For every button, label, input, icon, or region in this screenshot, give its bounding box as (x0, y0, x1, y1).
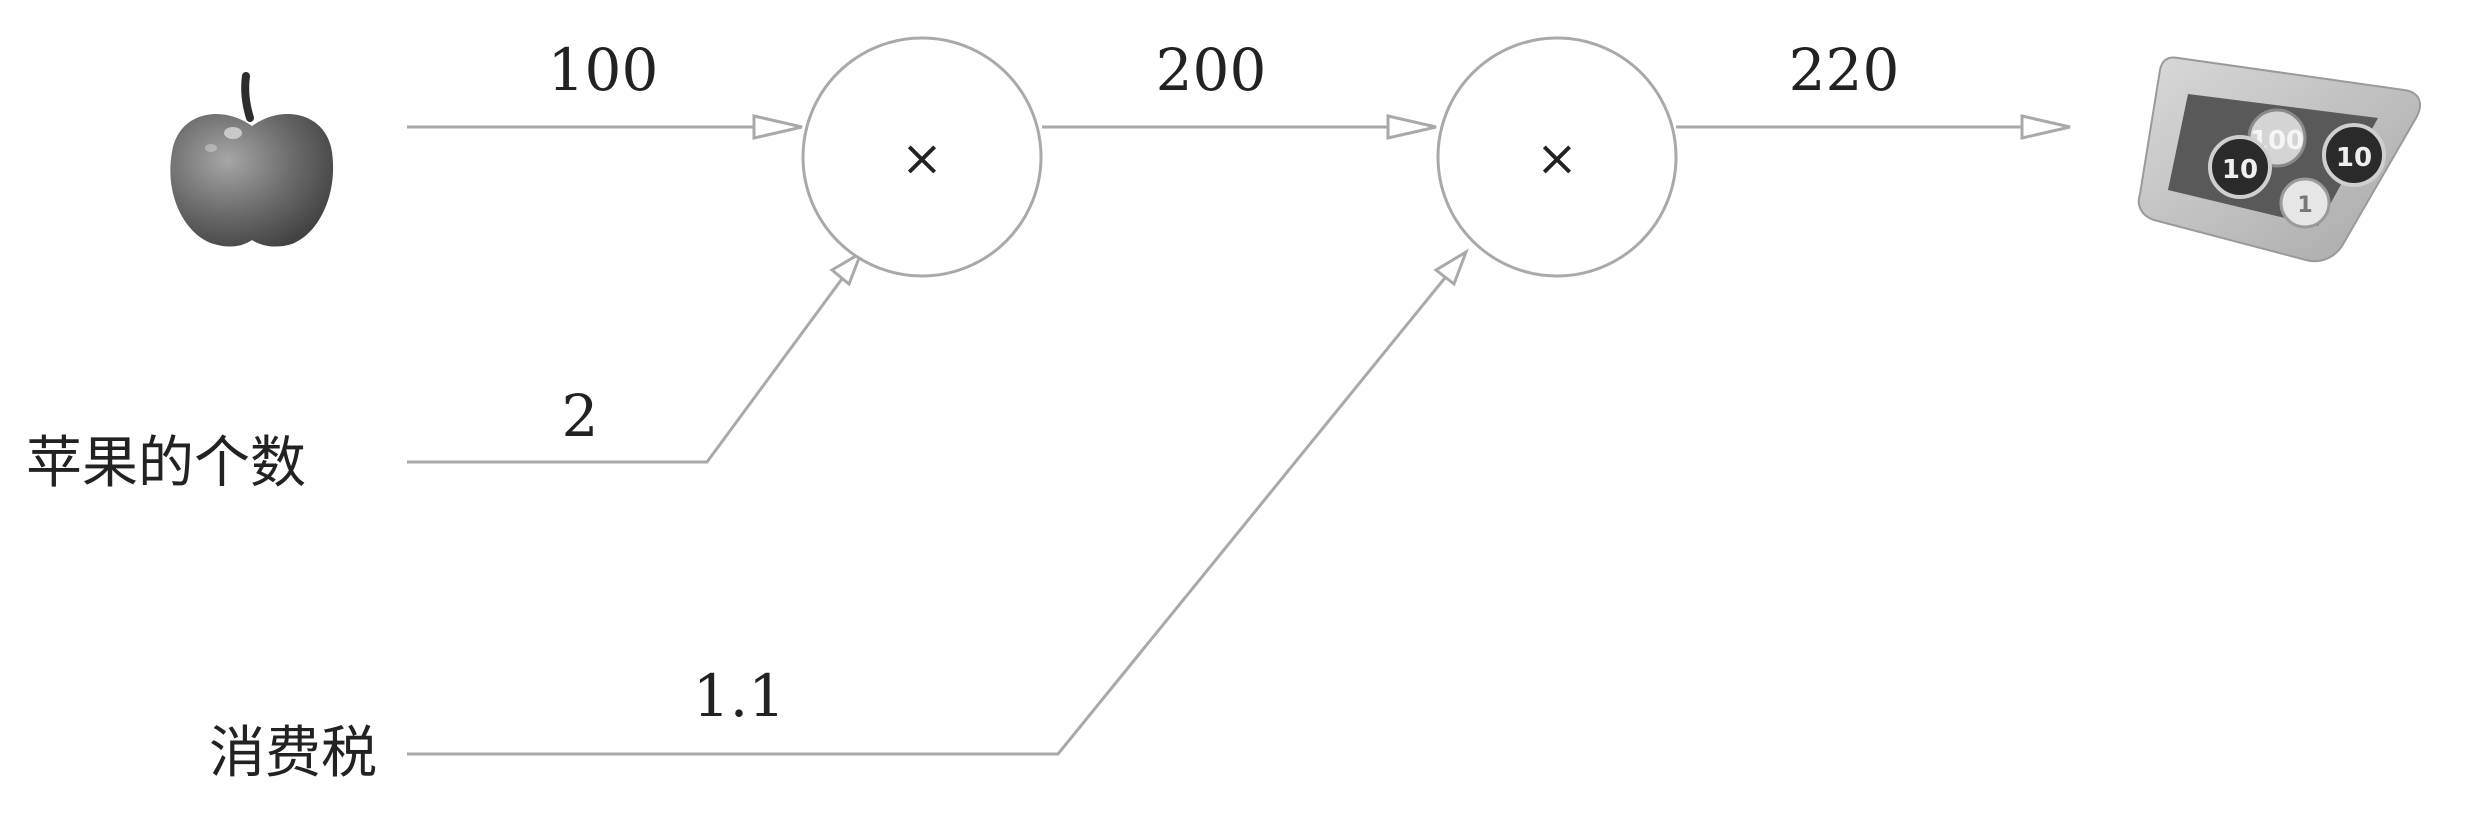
coin-1: 1 (2279, 177, 2331, 229)
label-apple-price: 100 (548, 36, 659, 104)
coin-10-left: 10 (2208, 135, 2272, 199)
multiply-node-2-symbol: × (1536, 129, 1578, 187)
arrowhead-apple-price (752, 114, 803, 140)
svg-text:10: 10 (2222, 155, 2258, 185)
label-apple-count-input: 苹果的个数 (26, 431, 306, 496)
edge-tax-rate (407, 251, 1468, 756)
multiply-node-1-symbol: × (901, 129, 943, 187)
coin-tray-icon: 100 10 10 1 (2137, 56, 2421, 263)
svg-text:1: 1 (2297, 193, 2312, 218)
arrowhead-subtotal (1386, 114, 1437, 140)
multiply-node-1 (801, 36, 1043, 278)
coin-10-right: 10 (2322, 123, 2386, 187)
label-total: 220 (1789, 36, 1900, 104)
arrowhead-apple-count (829, 249, 864, 287)
label-subtotal: 200 (1156, 36, 1267, 104)
label-apple-count: 2 (562, 382, 599, 450)
label-tax-rate: 1.1 (693, 662, 785, 730)
arrowhead-total (2020, 114, 2071, 140)
apple-icon (170, 72, 334, 247)
label-consumption-tax-input: 消费税 (209, 721, 377, 786)
arrowhead-tax-rate (1433, 248, 1469, 287)
edge-apple-count (407, 252, 863, 464)
svg-text:10: 10 (2336, 143, 2372, 173)
multiply-node-2 (1436, 36, 1678, 278)
